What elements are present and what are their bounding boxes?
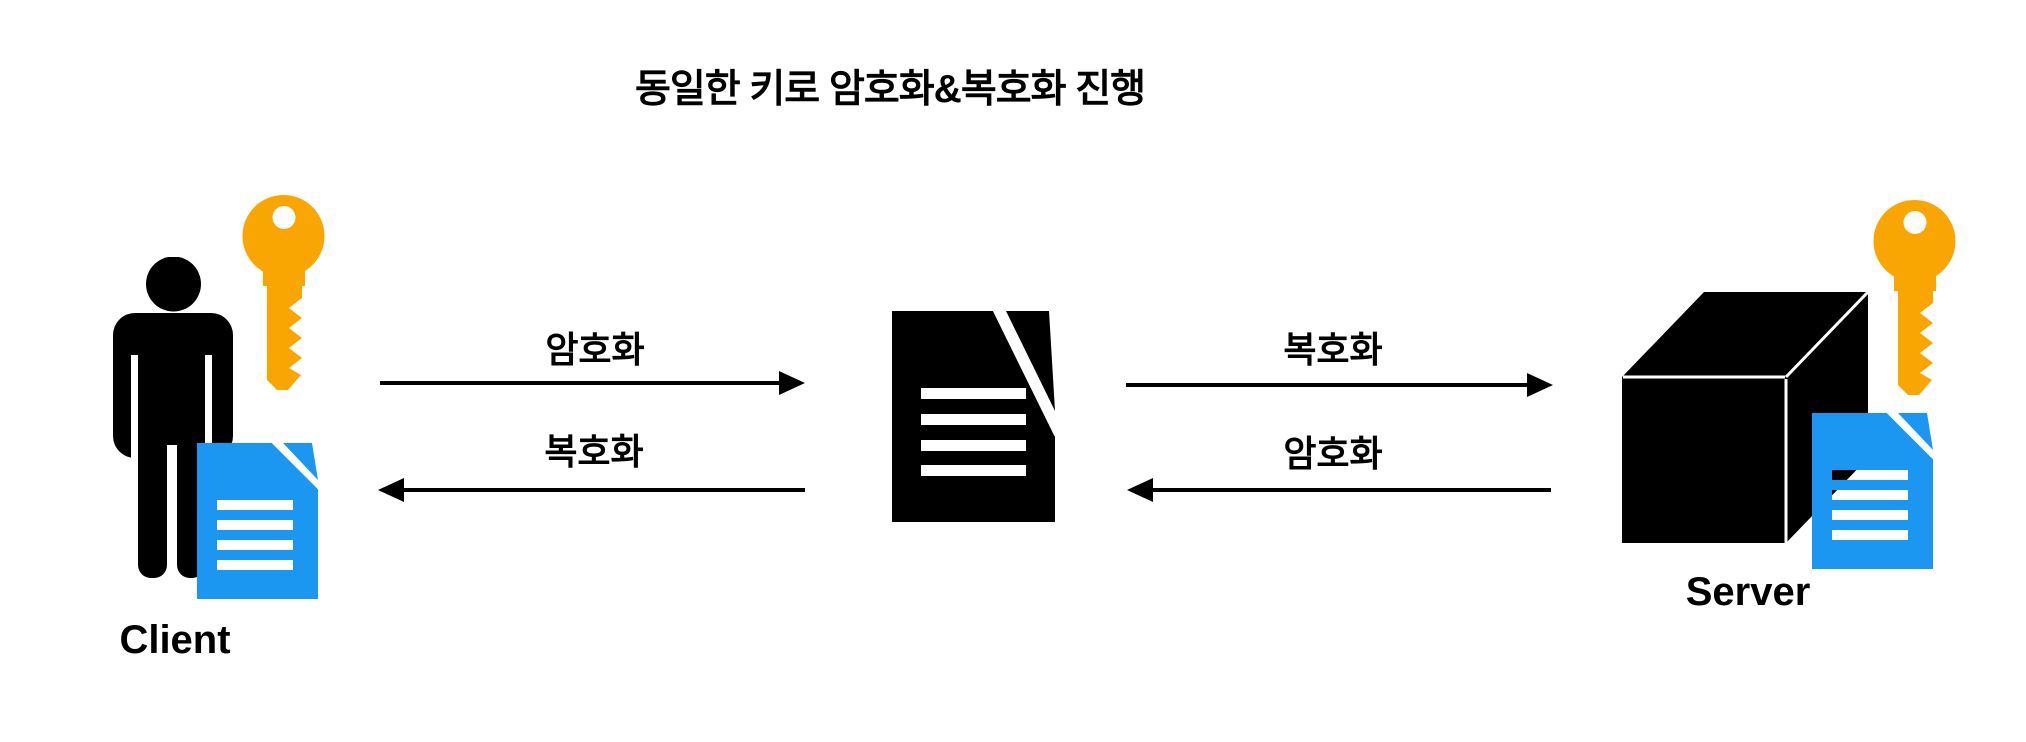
arrow-head-left-icon [378,478,404,502]
arrow-head-right-icon [1527,373,1553,397]
person-icon [113,257,233,579]
arrow-client-to-doc [380,371,805,395]
client-document-icon [197,443,323,599]
client-label: Client [119,618,231,662]
diagram-title: 동일한 키로 암호화&복호화 진행 [634,68,1146,111]
arrow-head-left-icon [1127,478,1153,502]
arrow-label-decrypt-right: 복호화 [1283,329,1383,370]
arrow-label-encrypt-left: 암호화 [545,329,645,370]
arrow-shaft [1126,383,1527,387]
arrow-doc-to-client [378,478,805,502]
arrow-label-encrypt-right: 암호화 [1283,433,1383,474]
key-icon [1873,200,1956,395]
arrow-doc-to-server [1126,373,1553,397]
key-icon [242,195,325,390]
server-label: Server [1685,570,1811,614]
arrow-server-to-doc [1127,478,1551,502]
arrow-shaft [380,381,779,385]
server-box-icon [1622,292,1868,543]
arrow-shaft [404,488,805,492]
arrow-head-right-icon [779,371,805,395]
server-document-icon [1812,413,1938,570]
arrow-label-decrypt-left: 복호화 [544,431,644,472]
encrypted-document-icon [892,311,1060,522]
arrow-shaft [1153,488,1551,492]
